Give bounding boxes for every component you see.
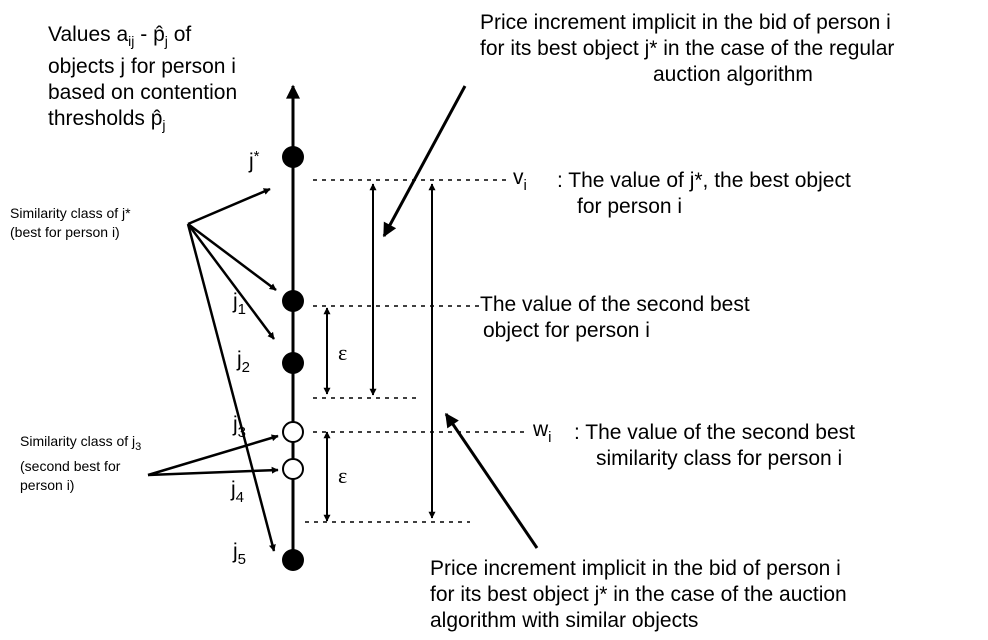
label-j2: j2 xyxy=(237,348,251,376)
label-j3: j3 xyxy=(233,413,247,441)
epsilon-lower-label: ε xyxy=(338,463,348,488)
price-increment-regular-label: Price increment implicit in the bid of p… xyxy=(480,11,895,86)
object-dot-j4 xyxy=(282,458,304,480)
label-jstar: j* xyxy=(249,148,260,173)
arrow-sim-jstar-to-j1 xyxy=(187,223,277,291)
pointer-top-arrow xyxy=(382,85,467,238)
object-dot-j3 xyxy=(282,421,304,443)
price-increment-similar-label: Price increment implicit in the bid of p… xyxy=(430,557,847,632)
wi-symbol: wi xyxy=(533,418,552,446)
object-dot-j2 xyxy=(282,352,304,374)
wi-description: : The value of the second best similarit… xyxy=(574,421,855,470)
epsilon-upper-label: ε xyxy=(338,340,348,365)
similarity-class-j3-label: Similarity class of j3 (second best for … xyxy=(20,433,142,493)
vi-symbol: vi xyxy=(513,166,527,194)
second-best-object-label: The value of the second best object for … xyxy=(480,293,750,342)
arrow-sim-jstar-to-jstar xyxy=(187,187,271,226)
object-dot-jstar xyxy=(282,146,304,168)
label-j5: j5 xyxy=(233,540,247,568)
pointer-bottom-arrow xyxy=(444,412,539,549)
label-j1: j1 xyxy=(233,290,247,318)
label-j4: j4 xyxy=(231,478,245,506)
arrow-sim-j3-to-j4 xyxy=(147,466,279,477)
values-label: Values aij - p̂j of objects j for person… xyxy=(48,23,238,134)
arrow-sim-j3-to-j3 xyxy=(147,434,279,477)
arrow-sim-jstar-to-j2 xyxy=(186,223,276,340)
arrow-sim-jstar-to-j5 xyxy=(186,223,276,552)
vi-description: : The value of j*, the best object for p… xyxy=(557,169,851,218)
object-dot-j1 xyxy=(282,290,304,312)
similarity-class-jstar-label: Similarity class of j* (best for person … xyxy=(10,205,131,240)
object-dot-j5 xyxy=(282,549,304,571)
